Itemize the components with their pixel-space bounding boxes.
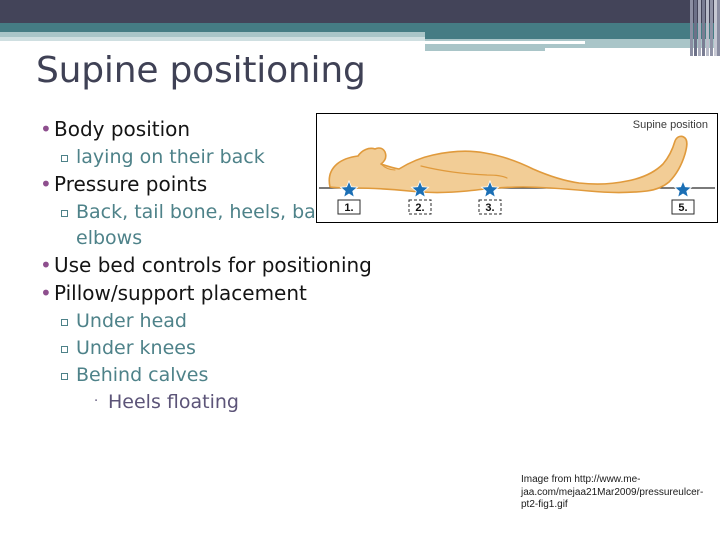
supine-body-illustration: 1. 2. 3. 5. [319,135,715,215]
star-icon [673,179,693,199]
image-credit-text: Image from http://www.me-jaa.com/mejaa21… [521,474,704,510]
header-light-bar-left [0,32,425,37]
pressure-point-marker: 5. [671,179,695,215]
bullet-text: Heels floating [108,391,239,413]
header-stripe-5 [710,0,713,56]
bullet-text: Body position [54,117,191,141]
bullet-dot-icon: • [40,117,52,141]
marker-label-text: 2. [415,202,424,214]
header-teal-bar-left [0,23,425,32]
header-stripe-6 [714,0,717,56]
header-banner [0,0,720,56]
bullet-item: •Pillow/support placement [38,280,468,307]
bullet-text: Pillow/support placement [54,281,307,305]
marker-label-box [408,199,432,215]
header-stripe-1 [694,0,697,56]
pressure-point-marker: 3. [478,179,502,215]
bullet-item: •Pressure points [38,171,338,198]
bullet-text: Use bed controls for positioning [54,253,372,277]
bullet-item: Under knees [59,335,338,361]
header-stripe-3 [702,0,705,56]
star-icon [339,179,359,199]
bullet-dot-icon: • [40,253,52,277]
star-icon [410,179,430,199]
page-title: Supine positioning [36,50,366,91]
bullet-item: •Use bed controls for positioning [38,252,468,279]
bullet-text: laying on their back [76,146,265,168]
bullet-dot-icon: • [40,172,52,196]
header-stripe-2 [698,0,701,56]
bullet-text: Under knees [76,337,196,359]
bullet-item: •Body position [38,116,338,143]
pressure-point-marker: 2. [408,179,432,215]
bullet-item: · Heels floating [94,389,338,415]
supine-position-figure: Supine position 1. 2. 3. 5. [316,113,718,223]
star-icon [480,179,500,199]
marker-label-text: 3. [485,202,494,214]
header-teal-bar-right [425,23,720,39]
marker-label-text: 1. [344,202,353,214]
body-contour-line [420,165,508,179]
body-silhouette [328,135,688,194]
header-white-gap [425,41,585,44]
marker-label-box [478,199,502,215]
header-pale-bar-left [0,37,425,41]
header-light-bar-right-lower [425,45,545,51]
marker-label-text: 5. [678,202,687,214]
header-stripe-7 [717,0,720,56]
bullet-text: Under head [76,310,187,332]
head-contour-line [380,163,396,171]
marker-label-box [337,199,361,215]
figure-caption: Supine position [632,119,708,131]
header-light-bar-right-tail [545,45,720,48]
pressure-point-marker: 1. [337,179,361,215]
figure-marker-group: 1. 2. 3. 5. [337,179,695,215]
header-navy-bar [0,0,720,23]
bullet-item: Under head [59,308,338,334]
bullet-text: Behind calves [76,364,209,386]
marker-label-box [671,199,695,215]
header-stripe-4 [706,0,709,56]
bullet-item: laying on their back [59,144,338,170]
header-stripe-0 [690,0,693,56]
bullet-item: Behind calves [59,362,338,388]
bullet-text: Pressure points [54,172,208,196]
bullet-dot-icon: • [40,281,52,305]
bullet-middot-icon: · [94,394,99,409]
